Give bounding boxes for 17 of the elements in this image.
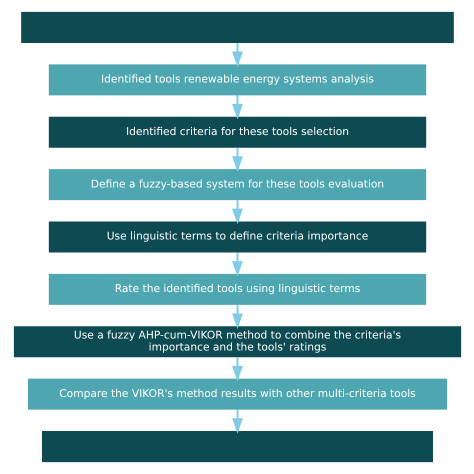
node-box: Define a fuzzy-based system for these tools evaluation bbox=[48, 169, 426, 200]
node-box: Identified criteria for these tools selection bbox=[48, 116, 426, 148]
arrow bbox=[232, 357, 242, 382]
arrow bbox=[232, 304, 242, 329]
node-box bbox=[20, 12, 454, 43]
node-box: Use a fuzzy AHP-cum-VIKOR method to combine the criteria's importance and the tools' ratings bbox=[13, 326, 461, 358]
arrow bbox=[232, 252, 242, 277]
arrow bbox=[232, 95, 242, 120]
node-box: Identified tools renewable energy systems analysis bbox=[48, 64, 426, 96]
node-box: Compare the VIKOR's method results with other multi-criteria tools bbox=[27, 378, 447, 410]
node-box: Rate the identified tools using linguistic terms bbox=[48, 274, 426, 305]
arrow bbox=[232, 43, 242, 68]
node-box: Use linguistic terms to define criteria importance bbox=[48, 221, 426, 253]
arrow bbox=[232, 410, 242, 434]
node-box bbox=[42, 431, 432, 462]
arrow bbox=[232, 200, 242, 224]
arrow bbox=[232, 148, 242, 172]
